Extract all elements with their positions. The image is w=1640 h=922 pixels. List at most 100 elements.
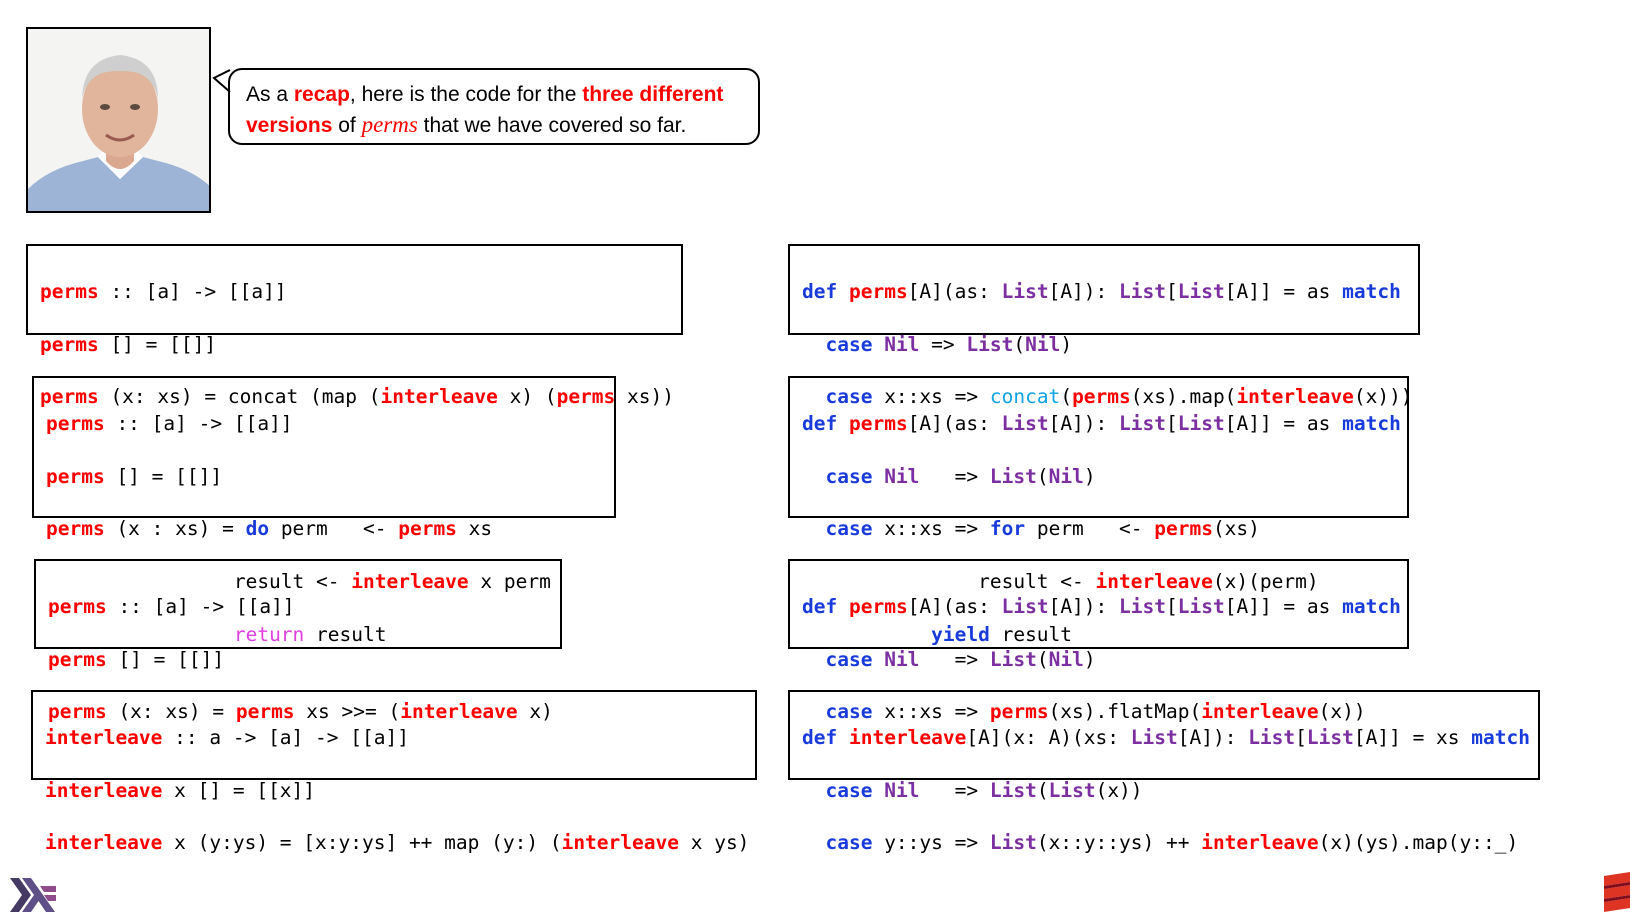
keyword: case [825, 464, 873, 488]
code-text: ( [1013, 332, 1026, 356]
code-text: ( [1060, 385, 1073, 409]
code-text: (x: xs) = concat (map ( [98, 385, 381, 409]
code-text: [A]): [1048, 595, 1120, 619]
haskell-perms-v3: perms :: [a] -> [[a]] perms [] = [[]] pe… [34, 559, 562, 723]
fn-name: interleave [1201, 831, 1319, 855]
code-text: ) [1083, 464, 1096, 488]
type-name: List [1177, 595, 1225, 619]
keyword: case [825, 778, 873, 802]
return-keyword: return [233, 622, 305, 646]
code-text: x::xs => [872, 385, 990, 409]
type-name: List [989, 831, 1037, 855]
type-name: Nil [884, 647, 920, 671]
code-text: xs [456, 517, 493, 541]
code-text: [] = [[]] [106, 647, 225, 671]
type-name: List [1306, 726, 1354, 750]
code-text: :: [a] -> [[a]] [98, 280, 287, 304]
type-name: List [989, 778, 1037, 802]
haskell-logo-icon [10, 878, 56, 912]
code-text: ( [1036, 647, 1049, 671]
type-name: Nil [1048, 464, 1084, 488]
type-name: List [1177, 280, 1225, 304]
code-text: (x)(perm) [1212, 570, 1319, 594]
type-name: List [1001, 412, 1049, 436]
scala-interleave: def interleave[A](x: A)(xs: List[A]): Li… [788, 690, 1540, 854]
haskell-perms-v2: perms :: [a] -> [[a]] perms [] = [[]] pe… [32, 376, 616, 646]
perms-term: perms [361, 112, 418, 137]
keyword: case [825, 647, 873, 671]
code-text [872, 648, 884, 671]
fn-name: perms [1154, 517, 1213, 541]
code-text: [] = [[]] [104, 464, 223, 488]
code-text: x::xs => [872, 517, 990, 541]
keyword: def [802, 412, 838, 436]
keyword: match [1342, 280, 1401, 304]
versions-highlight: three different versions [246, 83, 724, 137]
code-text: [ [1166, 280, 1178, 304]
code-text: (x : xs) = [104, 517, 246, 541]
code-text: [A]] = as [1224, 280, 1343, 304]
fn-name: interleave [561, 831, 679, 855]
code-text: (xs) [1212, 517, 1260, 541]
code-text: :: [a] -> [[a]] [106, 595, 295, 619]
type-name: List [1248, 726, 1296, 750]
fn-name: perms [398, 517, 457, 541]
fn-name: interleave [380, 385, 498, 409]
code-text: [ [1295, 726, 1307, 750]
type-name: List [989, 464, 1037, 488]
type-name: List [1001, 595, 1049, 619]
haskell-interleave: interleave :: a -> [a] -> [[a]] interlea… [31, 690, 757, 854]
code-text: x [] = [[x]] [162, 778, 316, 802]
scala-perms-v2: def perms[A](as: List[A]): List[List[A]]… [788, 376, 1409, 646]
fn-name: perms [48, 595, 107, 619]
code-text: [] = [[]] [98, 332, 217, 356]
speech-text: As a [246, 83, 294, 106]
concat-fn: concat [989, 385, 1061, 409]
type-name: Nil [1048, 647, 1084, 671]
code-text: (xs).flatMap( [1048, 700, 1202, 724]
keyword: yield [931, 622, 990, 646]
code-text: x::xs => [872, 700, 990, 724]
scala-perms-v3: def perms[A](as: List[A]): List[List[A]]… [788, 559, 1409, 723]
fn-name: perms [40, 332, 99, 356]
keyword: def [802, 595, 838, 619]
speech-text: , here is the code for the [349, 83, 583, 106]
code-text: (x)) [1318, 700, 1366, 724]
code-text: [ [1166, 595, 1178, 619]
code-text: (x: xs) = [106, 700, 236, 724]
code-text: [A]] = as [1224, 595, 1343, 619]
type-name: Nil [884, 464, 920, 488]
fn-name: interleave [400, 700, 518, 724]
code-text: ) [1083, 647, 1096, 671]
code-text [872, 333, 884, 356]
code-text: [A](x: A)(xs: [966, 726, 1131, 750]
scala-logo-icon [1604, 872, 1630, 912]
fn-name: perms [46, 412, 105, 436]
scala-perms-v1: def perms[A](as: List[A]): List[List[A]]… [788, 244, 1420, 408]
speech-bubble-tail [212, 69, 231, 93]
keyword: case [825, 332, 873, 356]
keyword: match [1342, 595, 1401, 619]
code-text [872, 465, 884, 488]
code-text: x) [517, 700, 553, 724]
keyword: case [825, 385, 873, 409]
fn-name: interleave [848, 726, 967, 750]
code-text: [A](as: [907, 412, 1002, 436]
type-name: Nil [884, 778, 920, 802]
code-text: => [919, 464, 990, 488]
type-name: Nil [884, 332, 920, 356]
fn-name: perms [848, 280, 908, 304]
type-name: List [1048, 778, 1096, 802]
code-text: result <- [46, 570, 352, 594]
fn-name: perms [556, 385, 616, 409]
code-text: (x))) [1353, 385, 1413, 409]
type-name: List [1177, 412, 1225, 436]
code-text: [A]): [1177, 726, 1249, 750]
type-name: List [966, 332, 1014, 356]
code-text: (x)) [1095, 778, 1143, 802]
code-text: y::ys => [872, 831, 990, 855]
fn-name: interleave [45, 726, 163, 750]
fn-name: interleave [45, 778, 163, 802]
keyword: def [802, 280, 838, 304]
fn-name: interleave [1236, 385, 1354, 409]
